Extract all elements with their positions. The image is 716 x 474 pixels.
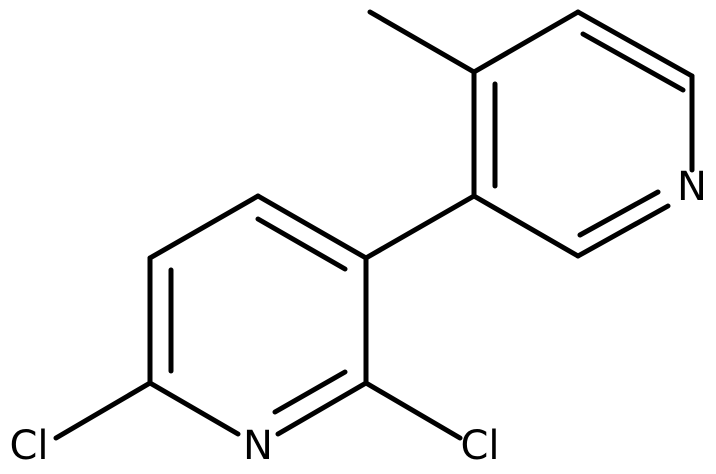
bond-c2p-cl — [363, 380, 463, 441]
bond-c4-c5 — [471, 9, 581, 75]
bond-n-c2p — [275, 380, 369, 437]
bond-n-c2-double — [577, 189, 661, 238]
atom-label-n-upper: N — [677, 164, 707, 210]
bond-methyl — [367, 9, 477, 75]
bond-n-c2 — [575, 203, 671, 259]
bond-c6p-n — [147, 380, 241, 437]
bonds — [53, 9, 695, 441]
bond-c5-c6-double — [580, 31, 686, 93]
bond-c3p-c4p — [255, 193, 369, 261]
bond-c4p-c5p — [147, 193, 261, 261]
bond-c5-c6 — [575, 9, 695, 79]
bond-c2-c3 — [471, 193, 581, 259]
bond-c3p-c4p-double — [255, 216, 348, 272]
bond-n-c2p-double — [272, 369, 348, 415]
bond-biaryl — [363, 193, 477, 261]
atom-label-cl-right: Cl — [460, 423, 499, 469]
atom-labels: N N Cl Cl — [9, 164, 706, 469]
atom-label-n-lower: N — [243, 423, 273, 469]
bond-c6p-cl — [53, 380, 153, 441]
atom-label-cl-left: Cl — [9, 423, 48, 469]
